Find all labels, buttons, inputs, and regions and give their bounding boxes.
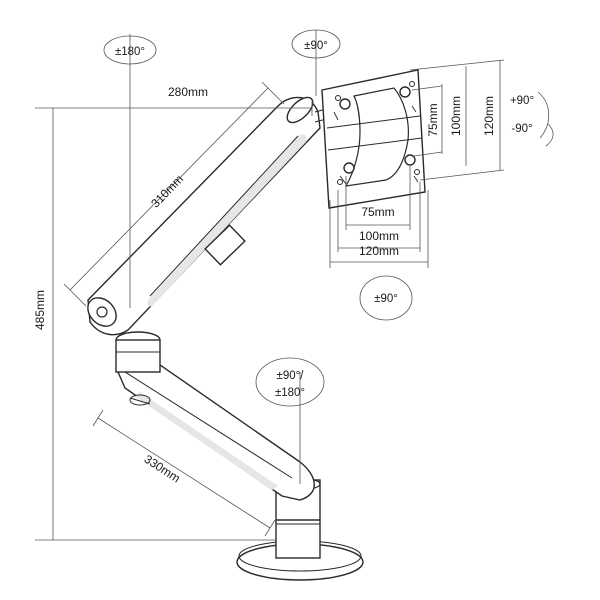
tilt-up-label: +90° — [510, 95, 534, 107]
arm-rotation-label: ±180° — [115, 46, 145, 58]
tilt-down-label: -90° — [511, 123, 532, 135]
rotation-arrows — [103, 29, 554, 484]
upper-arm-span-label: 280mm — [168, 85, 208, 99]
vesa-outer-h-label: 120mm — [359, 244, 399, 258]
vesa-inner-h-label: 75mm — [361, 205, 394, 219]
base-rotation-label-line2: ±180° — [275, 387, 305, 399]
lower-arm-length-label: 330mm — [142, 452, 183, 486]
upper-arm — [87, 96, 331, 336]
screen-rotation-label: ±90° — [374, 293, 398, 305]
total-height-label: 485mm — [33, 290, 47, 330]
dimension-lines — [35, 59, 505, 541]
base-rotation-label-line1: ±90°/ — [277, 370, 305, 382]
head-pan-label: ±90° — [304, 40, 328, 52]
vesa-inner-v-label: 75mm — [426, 103, 440, 136]
vesa-mount-plate — [321, 69, 426, 209]
vesa-mid-v-label: 100mm — [449, 96, 463, 136]
vesa-outer-v-label: 120mm — [482, 96, 496, 136]
vesa-mid-h-label: 100mm — [359, 229, 399, 243]
lower-arm — [115, 331, 315, 501]
